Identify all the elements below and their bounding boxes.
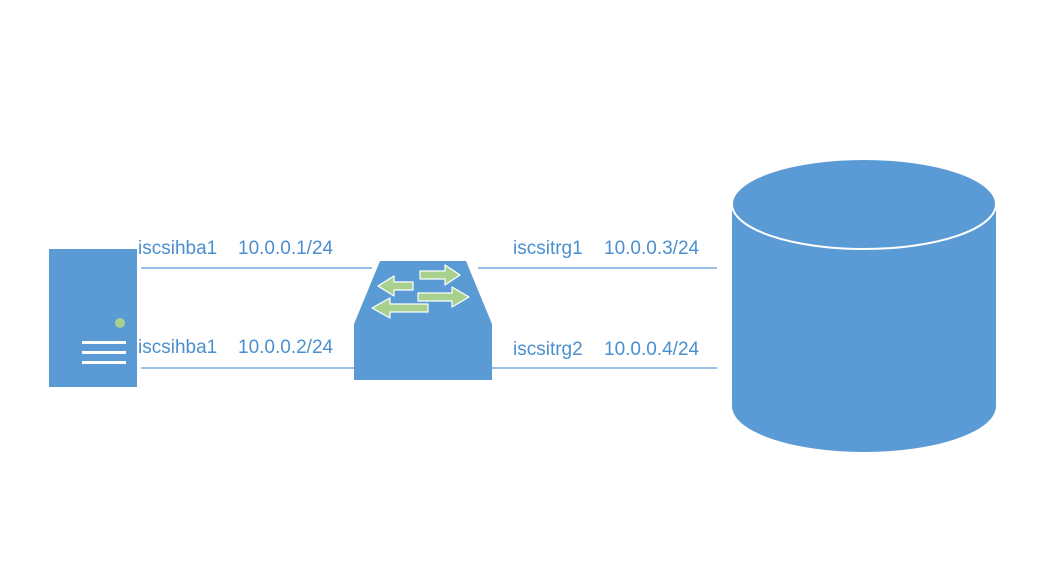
label-hba-top: iscsihba1 10.0.0.1/24 — [138, 238, 334, 259]
switch-arrows-icon — [371, 264, 470, 319]
trg-bottom-ip: 10.0.0.4/24 — [604, 339, 700, 360]
server-body — [49, 249, 137, 387]
server-vent-line — [82, 341, 126, 344]
label-trg-top: iscsitrg1 10.0.0.3/24 — [513, 238, 700, 259]
server-vent-line — [82, 351, 126, 354]
hba-bottom-name: iscsihba1 — [138, 337, 217, 358]
trg-bottom-name: iscsitrg2 — [513, 339, 583, 360]
label-hba-bottom: iscsihba1 10.0.0.2/24 — [138, 337, 334, 358]
trg-top-ip: 10.0.0.3/24 — [604, 238, 700, 259]
storage-cylinder-icon — [731, 158, 997, 452]
label-trg-bottom: iscsitrg2 10.0.0.4/24 — [513, 339, 700, 360]
storage-cylinder-top — [731, 158, 997, 250]
trg-top-name: iscsitrg1 — [513, 238, 583, 259]
server-vent-line — [82, 361, 126, 364]
network-switch-icon — [354, 261, 492, 380]
switch-front-face — [354, 324, 492, 380]
hba-top-ip: 10.0.0.1/24 — [238, 238, 334, 259]
server-power-led — [115, 318, 125, 328]
storage-cylinder-body — [732, 204, 996, 452]
server-tower-icon — [49, 249, 137, 387]
hba-bottom-ip: 10.0.0.2/24 — [238, 337, 334, 358]
hba-top-name: iscsihba1 — [138, 238, 217, 259]
